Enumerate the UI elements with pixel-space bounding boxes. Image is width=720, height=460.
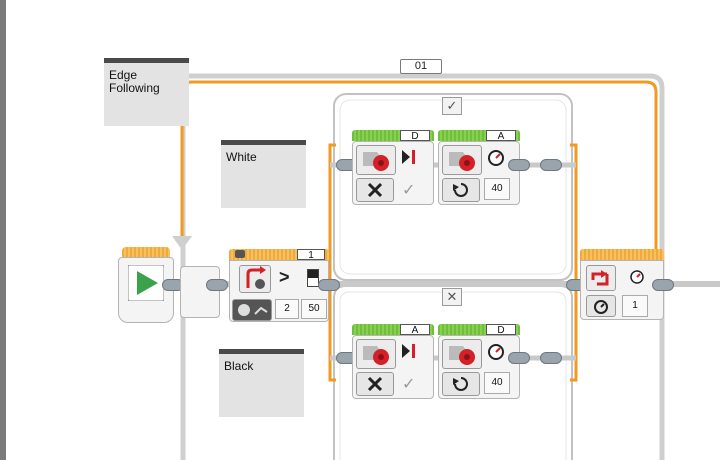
top-motor-stop-block[interactable]: D ✓ [352, 130, 434, 206]
case-false-exit-connector[interactable] [540, 352, 562, 364]
case-false-tab[interactable]: ✕ [442, 288, 462, 306]
switch-input-connector[interactable] [318, 279, 340, 291]
stop-mode-selector[interactable] [356, 178, 394, 202]
brake-check-icon: ✓ [402, 182, 416, 199]
loop-mode-selector[interactable] [586, 295, 616, 317]
top-motor-on-block[interactable]: A 40 [438, 130, 520, 206]
start-block-bar [122, 247, 170, 257]
reflect-threshold-icon [307, 269, 319, 287]
large-motor-icon [356, 339, 396, 369]
bottom-motor-stop-block[interactable]: A ✓ [352, 324, 434, 400]
color-sensor-icon [239, 265, 271, 293]
case-true-exit-connector[interactable] [540, 159, 562, 171]
timer-icon [628, 267, 646, 290]
bottom-motor-output-connector[interactable] [508, 352, 530, 364]
close-icon [367, 376, 383, 392]
window-left-edge [0, 0, 6, 460]
x-icon: ✕ [446, 289, 458, 304]
comment-edge-following[interactable]: Edge Following [104, 58, 189, 126]
speedometer-icon [486, 148, 506, 171]
loop-end-block[interactable]: 1 [580, 249, 664, 321]
compare-symbol: > [279, 267, 290, 287]
comment-white[interactable]: White [221, 140, 306, 208]
mode-selector[interactable] [232, 299, 272, 321]
compare-type-value[interactable]: 2 [275, 299, 299, 319]
comment-black[interactable]: Black [219, 349, 304, 417]
bottom-motor-power-value[interactable]: 40 [484, 372, 510, 394]
speedometer-icon [486, 342, 506, 365]
play-icon [128, 265, 164, 301]
top-motor2-port[interactable]: A [486, 130, 516, 142]
bottom-motor-on-block[interactable]: D 40 [438, 324, 520, 400]
bottom-motor2-port[interactable]: D [486, 324, 516, 336]
bottom-motor1-port[interactable]: A [400, 324, 430, 336]
threshold-value[interactable]: 50 [301, 299, 327, 319]
switch-block[interactable]: 1 > 2 50 [229, 249, 329, 323]
loop-end-output-connector[interactable] [652, 279, 674, 291]
stop-icon [402, 344, 418, 363]
mode-compare-icon [238, 304, 268, 316]
loop-input-connector[interactable] [206, 279, 228, 291]
loop-start-socket [180, 266, 220, 318]
loop-name-label[interactable]: 01 [400, 59, 442, 74]
large-motor-icon [442, 339, 482, 369]
on-mode-selector[interactable] [442, 178, 480, 202]
stopwatch-icon [594, 300, 608, 314]
check-icon: ✓ [446, 98, 458, 113]
rotate-icon [453, 377, 468, 391]
large-motor-icon [442, 145, 482, 175]
top-motor1-port[interactable]: D [400, 130, 430, 142]
sensor-mini-icon [235, 250, 245, 258]
on-mode-selector[interactable] [442, 372, 480, 396]
case-true-tab[interactable]: ✓ [442, 97, 462, 115]
rotate-icon [453, 183, 468, 197]
switch-port[interactable]: 1 [297, 249, 325, 261]
top-motor-power-value[interactable]: 40 [484, 178, 510, 200]
close-icon [367, 182, 383, 198]
loop-count-value[interactable]: 1 [622, 295, 648, 317]
stop-icon [402, 150, 418, 169]
start-block[interactable] [118, 247, 174, 325]
loop-repeat-icon [586, 265, 616, 291]
top-motor-output-connector[interactable] [508, 159, 530, 171]
brake-check-icon: ✓ [402, 376, 416, 393]
stop-mode-selector[interactable] [356, 372, 394, 396]
large-motor-icon [356, 145, 396, 175]
